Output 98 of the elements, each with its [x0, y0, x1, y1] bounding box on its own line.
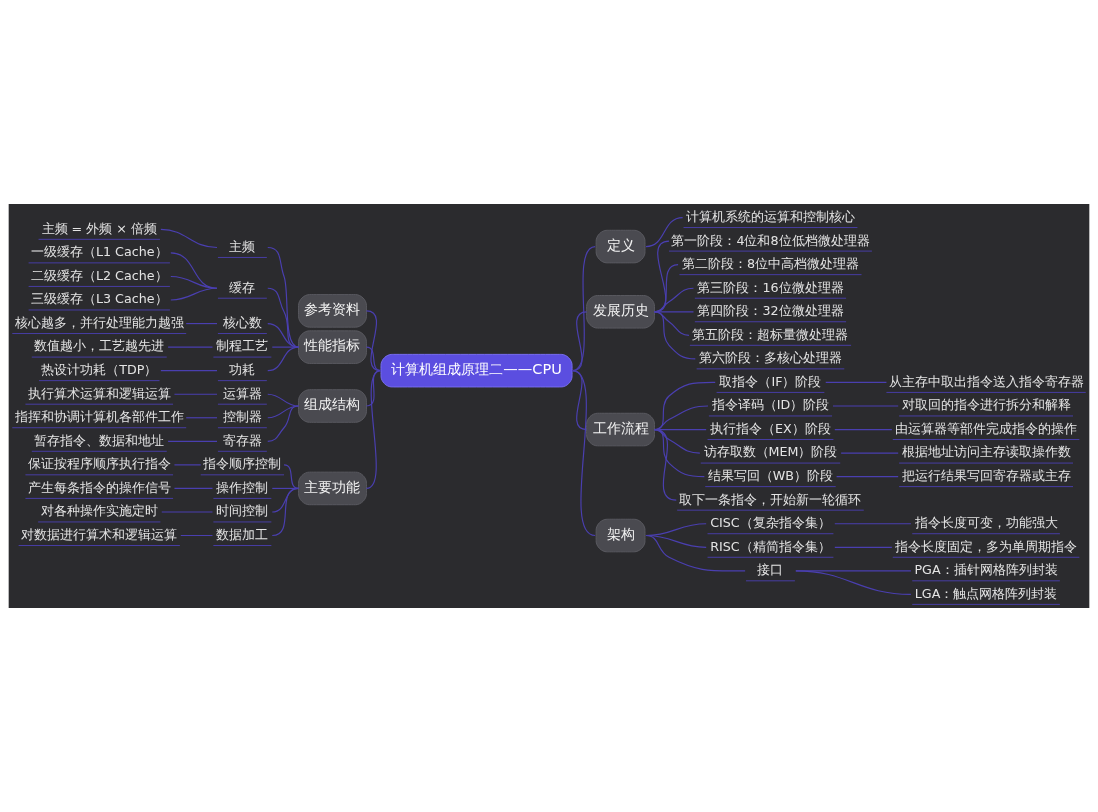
connector	[365, 370, 382, 489]
node-box: 发展历史	[586, 295, 655, 329]
node-box: 参考资料	[298, 294, 367, 328]
connector	[825, 381, 887, 384]
connector	[185, 323, 218, 325]
node-box: 定义	[595, 229, 646, 264]
connector	[653, 311, 696, 360]
node-text: 主频	[229, 238, 256, 254]
connector	[283, 464, 300, 489]
node-text: 指挥和协调计算机各部件工作	[14, 409, 184, 425]
node-text: 数据加工	[216, 526, 269, 542]
connector	[832, 405, 899, 407]
node-text: 访存取数（MEM）阶段	[703, 444, 838, 460]
node-text: 结果写回（WB）阶段	[707, 468, 834, 484]
connector	[834, 428, 893, 431]
connector	[271, 487, 300, 537]
node-text: 运算器	[222, 385, 262, 401]
node-box: 主要功能	[298, 471, 367, 506]
node-text: 指令长度固定，多为单周期指令	[895, 538, 1078, 554]
node-box: 工作流程	[586, 412, 655, 447]
connector	[267, 246, 300, 348]
connector	[267, 346, 300, 372]
node-text: 寄存器	[222, 432, 262, 448]
node-text: 取指令（IF）阶段	[719, 373, 822, 389]
node-text: 三级缓存（L3 Cache）	[30, 291, 168, 307]
node-text: CISC（复杂指令集）	[710, 515, 831, 531]
connector	[840, 452, 899, 454]
connector	[173, 464, 202, 466]
connector	[267, 287, 300, 348]
node-text: 对各种操作实施定时	[40, 503, 158, 519]
connector	[267, 323, 300, 348]
node-text: 一级缓存（L1 Cache）	[30, 244, 168, 260]
node-text: 第一阶段：4位和8位低档微处理器	[671, 232, 870, 248]
connector	[173, 487, 214, 489]
node-text: 执行指令（EX）阶段	[710, 420, 831, 436]
connector	[167, 346, 214, 348]
node-text: 制程工艺	[216, 338, 269, 354]
connector	[170, 287, 218, 301]
connector	[170, 252, 218, 289]
node-text: 热设计功耗（TDP）	[41, 362, 158, 378]
connector	[267, 405, 300, 442]
connector	[365, 346, 382, 372]
node-text: 第四阶段：32位微处理器	[697, 303, 844, 319]
node-text: 二级缓存（L2 Cache）	[30, 267, 168, 283]
node-text: 保证按程序顺序执行指令	[27, 456, 171, 472]
connector	[160, 228, 218, 249]
node-text: 第六阶段：多核心处理器	[698, 350, 842, 366]
node-text: 控制器	[222, 409, 262, 425]
node-text: 数值越小，工艺越先进	[34, 338, 165, 354]
node-text: 缓存	[229, 279, 256, 295]
node-text: RISC（精简指令集）	[710, 538, 831, 554]
node-box: 架构	[595, 518, 646, 553]
node-text: 操作控制	[216, 479, 269, 495]
node-text: 根据地址访问主存读取操作数	[901, 444, 1071, 460]
node-text: 指令译码（ID）阶段	[711, 397, 830, 413]
node-text: 第五阶段：超标量微处理器	[692, 326, 849, 342]
node-text: LGA：触点网格阵列封装	[914, 585, 1058, 601]
node-box: 组成结构	[298, 389, 367, 423]
node-box: 性能指标	[298, 330, 367, 364]
node-text: 接口	[757, 562, 784, 578]
connector	[645, 534, 746, 572]
node-text: 由运算器等部件完成指令的操作	[895, 420, 1078, 436]
node-text: 核心越多，并行处理能力越强	[14, 314, 184, 330]
node-text: 从主存中取出指令送入指令寄存器	[888, 373, 1084, 389]
connector	[173, 393, 218, 395]
connector	[653, 428, 677, 501]
node-text: 第二阶段：8位中高档微处理器	[681, 256, 860, 272]
node-text: 功耗	[229, 362, 256, 378]
node-text: 核心数	[222, 314, 262, 330]
connector	[180, 534, 214, 537]
node-text: PGA：插针网格阵列封装	[914, 562, 1058, 578]
connector	[185, 417, 218, 419]
connector	[834, 523, 912, 525]
connector	[365, 310, 382, 372]
connector	[834, 546, 893, 548]
connector	[267, 393, 300, 407]
node-text: 取下一条指令，开始新一轮循环	[679, 491, 862, 507]
node-text: 指令长度可变，功能强大	[914, 515, 1058, 531]
connector	[795, 570, 912, 595]
node-text: 把运行结果写回寄存器或主存	[901, 468, 1071, 484]
connector	[167, 440, 218, 442]
node-text: 主频 = 外频 × 倍频	[41, 220, 157, 236]
connector	[645, 217, 684, 248]
connector	[161, 511, 214, 513]
connector	[160, 370, 218, 372]
node-text: 产生每条指令的操作信号	[27, 479, 171, 495]
node-box: 计算机组成原理二——CPU	[380, 353, 573, 388]
node-text: 对数据进行算术和逻辑运算	[21, 526, 178, 542]
node-text: 指令顺序控制	[203, 456, 282, 472]
connector	[170, 275, 218, 289]
connector	[571, 370, 596, 537]
node-text: 执行算术运算和逻辑运算	[27, 385, 171, 401]
node-text: 对取回的指令进行拆分和解释	[901, 397, 1071, 413]
node-text: 第三阶段：16位微处理器	[697, 279, 844, 295]
node-text: 计算机系统的运算和控制核心	[685, 208, 855, 224]
connector	[836, 476, 899, 478]
node-text: 暂存指令、数据和地址	[34, 432, 165, 448]
node-text: 时间控制	[216, 503, 269, 519]
